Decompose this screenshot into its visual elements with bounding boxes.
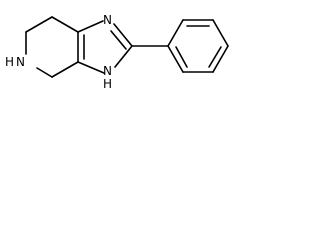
fused-double-bond [77,31,85,63]
phenyl-ring [167,19,229,73]
pyrrole-hydrogen-label: H [103,77,112,91]
bond-n3-c3a [77,61,105,74]
bond-c4-c3a [51,61,79,78]
bond-n1-c2-inner [110,30,127,50]
bond-ph3-ph4 [212,19,229,47]
amine-hydrogen-label: H [5,55,14,69]
bond-ph4-ph5-inner [208,46,222,68]
bond-c7-c7a [51,16,79,33]
bond-ph6-ph1 [167,45,184,73]
bond-ph1-ph2 [167,19,184,47]
chemical-structure-diagram: N H N N H [5,13,229,91]
bond-c2-n3 [114,45,133,68]
amine-nitrogen-label: N [16,55,25,69]
bond-c6-c7 [25,16,53,33]
bond-n5-c4 [36,67,53,78]
imidazole-ring [77,20,133,74]
bond-c7a-n1 [77,20,104,33]
pyrrole-nitrogen-label: N [103,64,112,78]
bond-ph6-ph1-inner [175,46,188,68]
imine-nitrogen-label: N [103,13,112,27]
bond-ph4-ph5 [212,45,229,73]
bond-n1-c2 [113,23,133,47]
piperidine-ring [25,16,79,78]
